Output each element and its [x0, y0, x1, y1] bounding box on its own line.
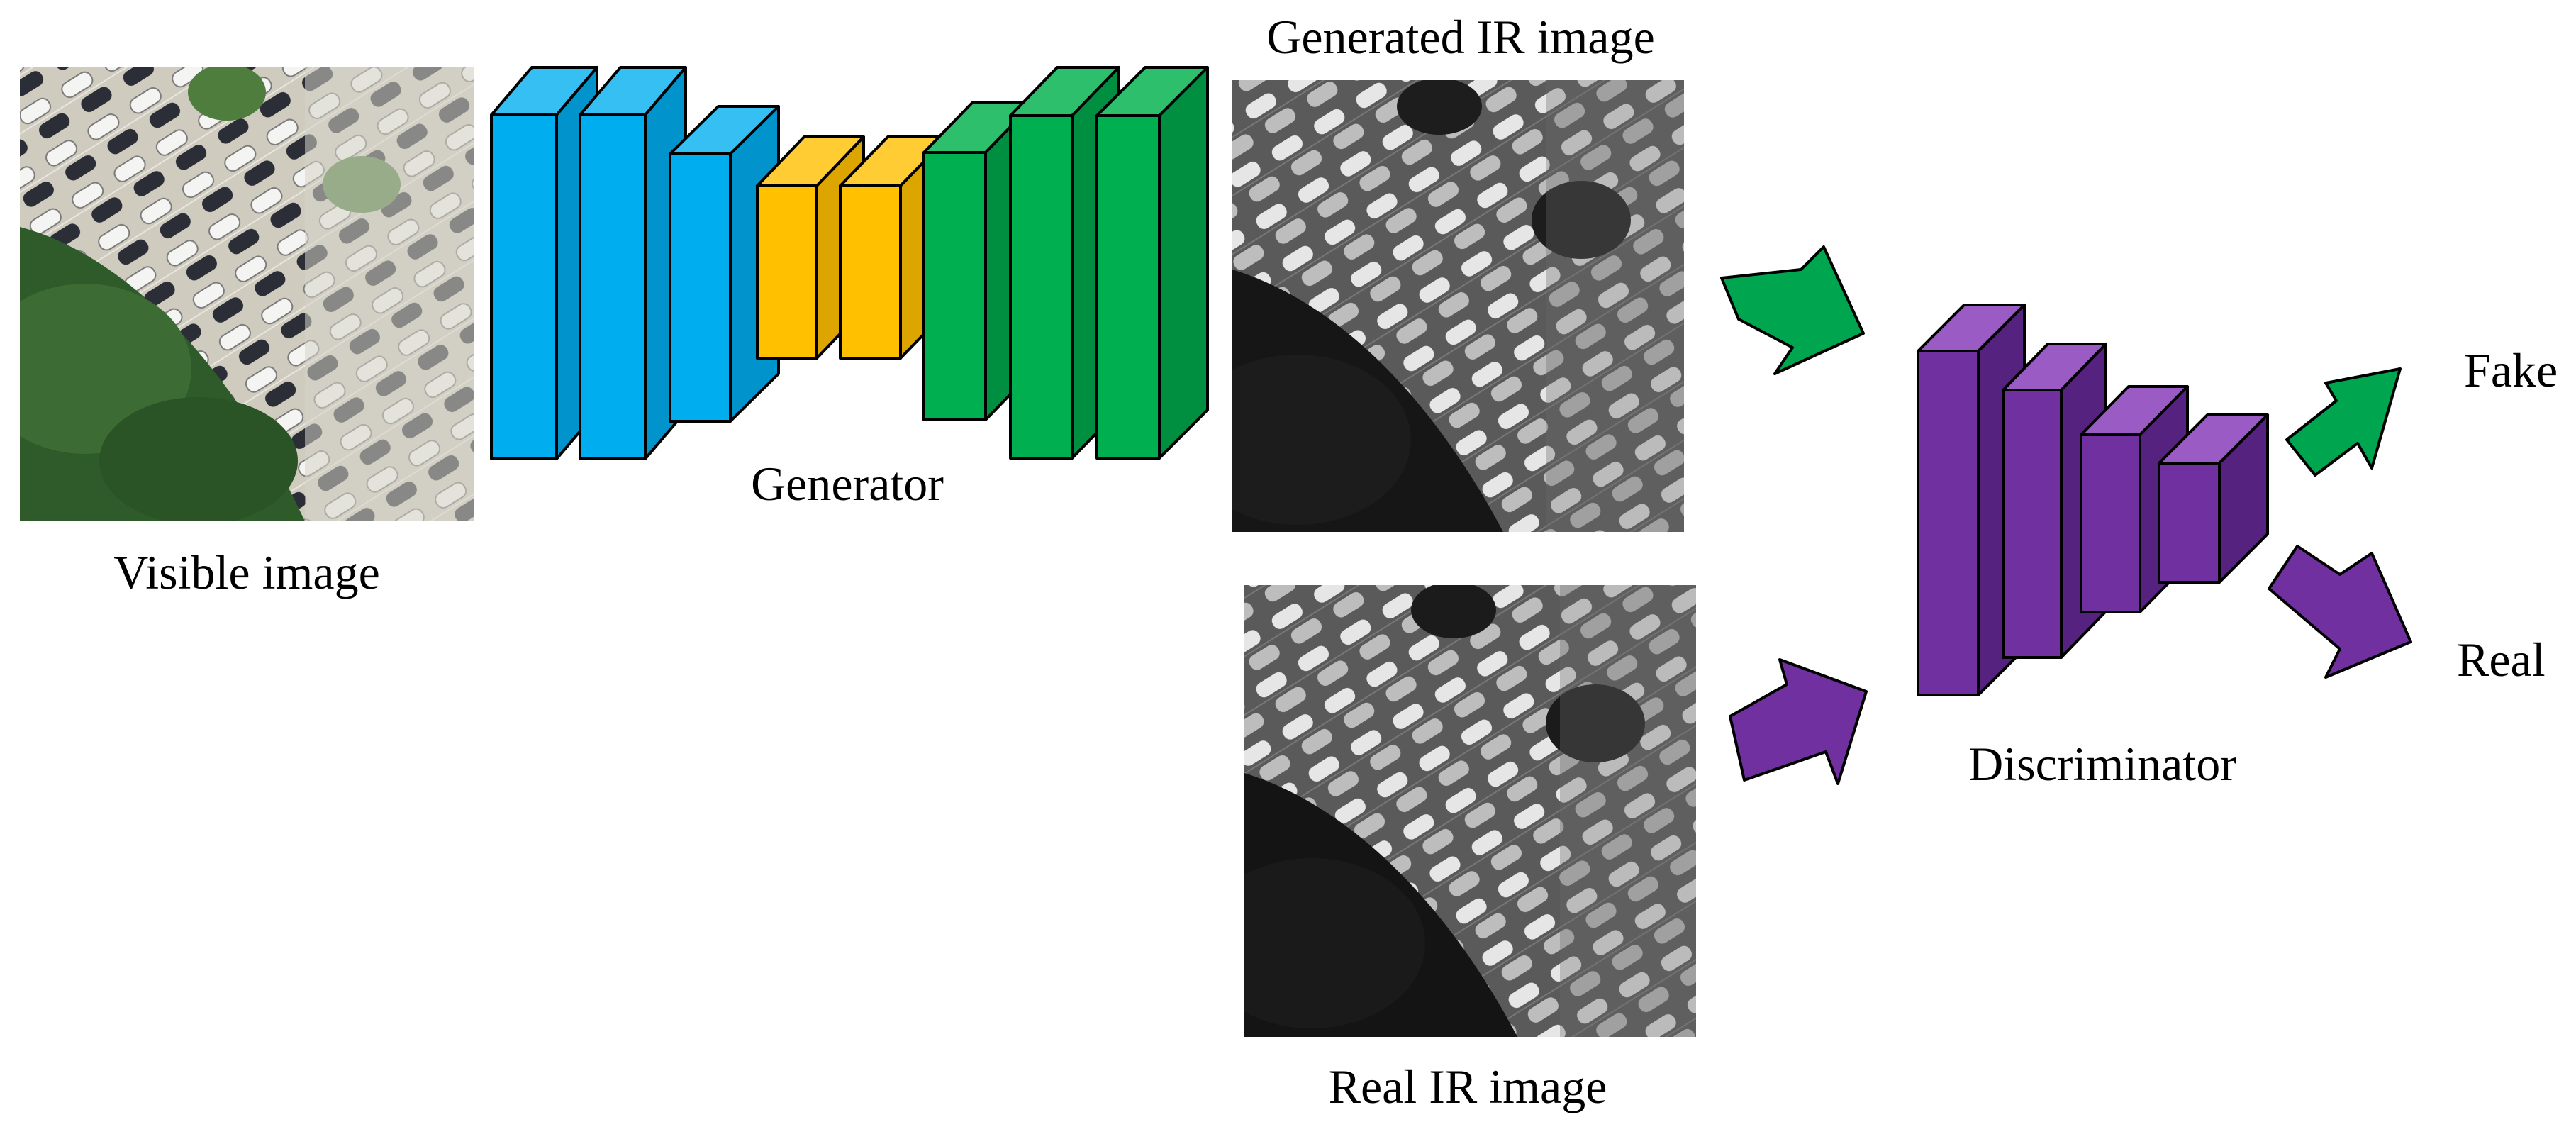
discriminator-network: [1917, 304, 2269, 696]
generated-ir-image: [1232, 80, 1684, 532]
visible-image-caption: Visible image: [113, 545, 380, 599]
real-ir-image-caption: Real IR image: [1329, 1060, 1607, 1113]
discriminator-caption: Discriminator: [1968, 737, 2236, 791]
generated-to-discriminator-arrow-icon: [1720, 245, 1865, 375]
visible-image: [20, 67, 474, 521]
generator-caption: Generator: [751, 457, 944, 511]
generator-network: [490, 66, 1209, 460]
real-output-arrow-icon: [2268, 545, 2412, 679]
real-to-discriminator-arrow-icon: [1729, 658, 1868, 785]
decoder-block-3: [1095, 66, 1209, 460]
real-output-label: Real: [2457, 633, 2546, 687]
fake-output-arrow-icon: [2285, 367, 2402, 477]
generated-ir-image-caption: Generated IR image: [1266, 10, 1655, 64]
real-ir-image: [1244, 585, 1696, 1037]
discriminator-block-4: [2158, 413, 2269, 584]
fake-output-label: Fake: [2464, 343, 2558, 397]
